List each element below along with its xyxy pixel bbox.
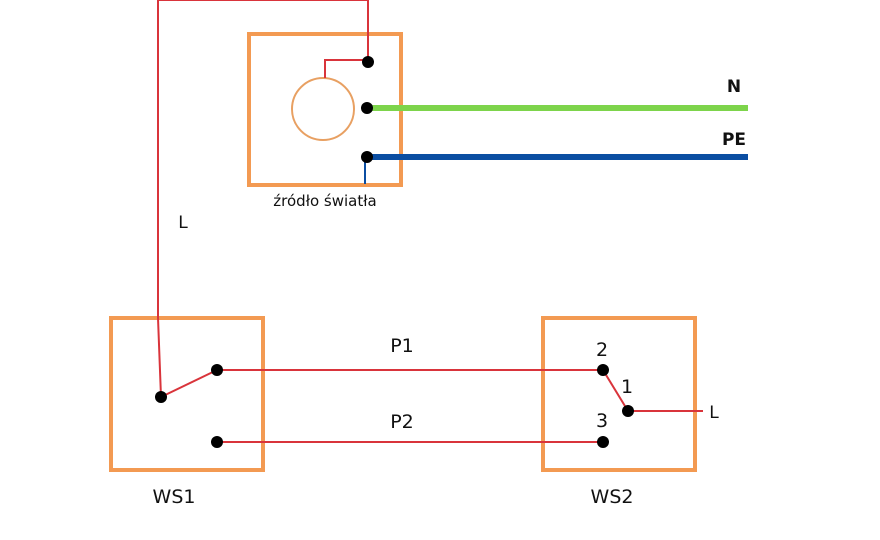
switch-ws2-lever <box>602 369 629 412</box>
switch-ws2-box <box>541 316 697 472</box>
terminal-ws1-p2 <box>211 436 223 448</box>
traveler-p2-label: P2 <box>390 411 414 433</box>
line-label-right: L <box>709 403 719 423</box>
switch-ws1-label: WS1 <box>153 486 196 508</box>
terminal-ws1-common <box>155 391 167 403</box>
neutral-label: N <box>727 77 741 97</box>
terminal-ws1-p1 <box>211 364 223 376</box>
switch-ws1-lever <box>160 369 218 398</box>
wire-lamp-internal <box>324 59 368 78</box>
terminal-ws2-1 <box>622 405 634 417</box>
line-label-left: L <box>178 213 188 233</box>
wire-l-to-lamp <box>157 0 369 398</box>
terminal-2-label: 2 <box>596 339 608 361</box>
terminal-lamp-pe <box>361 151 373 163</box>
terminal-lamp-n <box>361 102 373 114</box>
terminal-ws2-3 <box>597 436 609 448</box>
terminal-3-label: 3 <box>596 410 608 432</box>
protective-earth-label: PE <box>722 130 746 150</box>
terminal-lamp-l <box>362 56 374 68</box>
bulb-icon <box>291 77 355 141</box>
switch-ws2-label: WS2 <box>591 486 634 508</box>
light-source-label: źródło światła <box>273 192 376 210</box>
terminal-1-label: 1 <box>621 376 633 398</box>
terminal-ws2-2 <box>597 364 609 376</box>
traveler-p1-label: P1 <box>390 335 414 357</box>
switch-ws1-box <box>109 316 265 472</box>
